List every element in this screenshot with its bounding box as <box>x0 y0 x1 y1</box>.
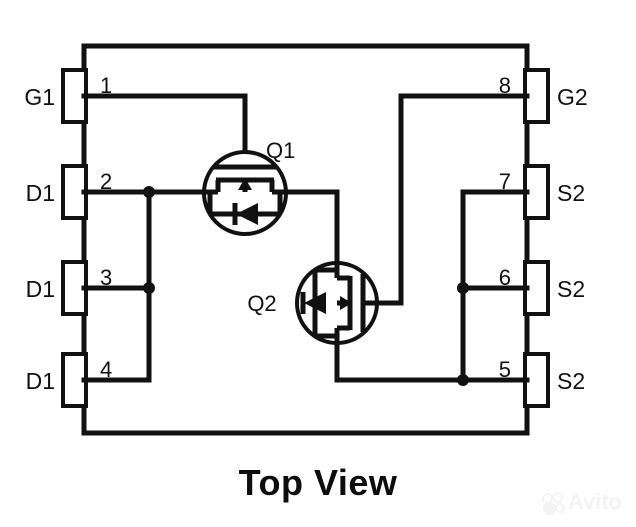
junction-dot-pin5 <box>457 374 469 386</box>
wire-q2-source-to-s2-bus <box>334 340 466 383</box>
pad-label-g1: G1 <box>24 84 55 110</box>
pin-number-2: 2 <box>100 169 112 194</box>
pin-number-6: 6 <box>499 265 511 290</box>
wire-q1-source-to-q2-drain <box>283 189 340 266</box>
diagram-caption: Top View <box>238 462 398 503</box>
q2-body-arrow <box>340 296 352 310</box>
pad-label-d1-pin4: D1 <box>26 368 55 394</box>
q1-label: Q1 <box>266 138 295 163</box>
junction-dot-pin2 <box>143 186 155 198</box>
pin-number-1: 1 <box>100 73 112 98</box>
pin-number-4: 4 <box>100 357 112 382</box>
pad-label-g2: G2 <box>557 84 588 110</box>
q2-label: Q2 <box>247 291 276 316</box>
pad-label-s2-pin6: S2 <box>557 276 585 302</box>
pad-label-s2-pin5: S2 <box>557 368 585 394</box>
wire-pin8-to-q2-gate <box>374 93 530 306</box>
mosfet-q2 <box>295 261 379 345</box>
mosfet-q1 <box>202 150 288 236</box>
pin-number-5: 5 <box>499 357 511 382</box>
pin-number-3: 3 <box>100 265 112 290</box>
q1-body-diode-triangle <box>236 203 258 225</box>
q1-body-arrow <box>238 178 252 190</box>
pad-label-s2-pin7: S2 <box>557 180 585 206</box>
pin-number-7: 7 <box>499 169 511 194</box>
pad-label-d1-pin3: D1 <box>26 276 55 302</box>
junction-dot-pin3 <box>143 282 155 294</box>
pad-label-d1-pin2: D1 <box>26 180 55 206</box>
q2-body-diode-triangle <box>304 292 326 314</box>
package-body-outline <box>81 43 530 436</box>
pin-number-8: 8 <box>499 73 511 98</box>
junction-dot-pin6 <box>457 282 469 294</box>
wire-pin1-to-q1-gate <box>81 93 248 155</box>
